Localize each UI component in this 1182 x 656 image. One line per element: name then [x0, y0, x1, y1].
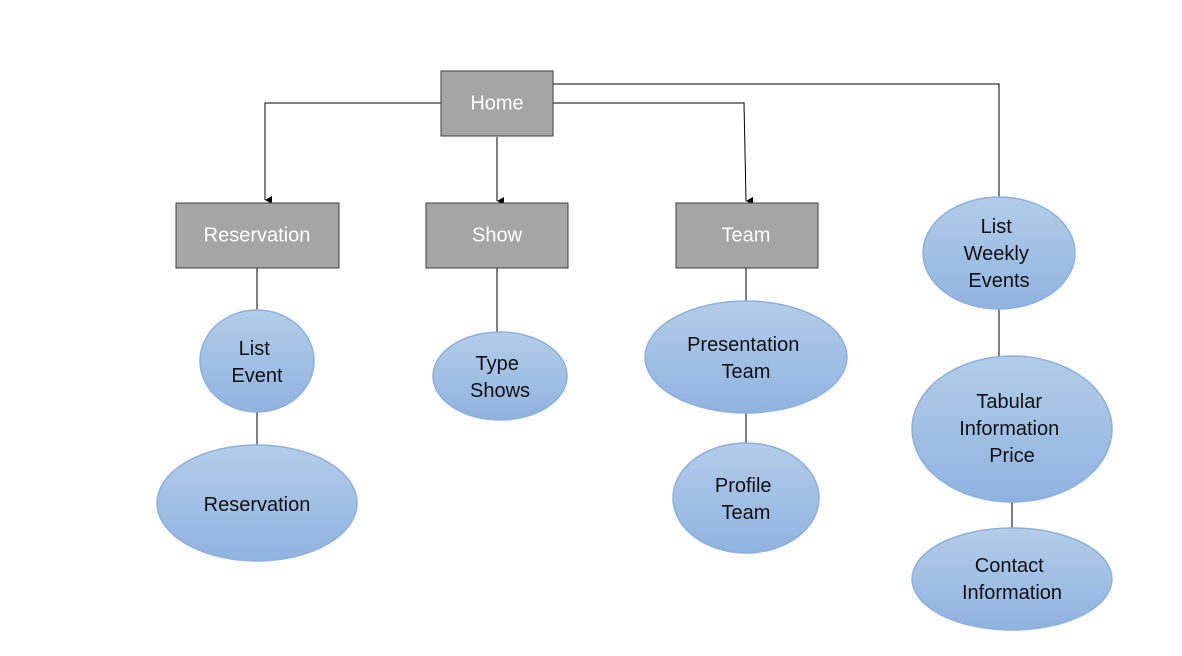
node-tabular-information-price-label-line-1: Tabular [976, 391, 1042, 413]
connector-home-reservation [264, 102, 441, 204]
node-list-weekly-events-label-line-1: List [981, 216, 1013, 238]
svg-text:Profile Team: Profile Team [715, 475, 777, 524]
node-tabular-information-price-label-line-2: Information [959, 418, 1059, 440]
node-list-event-label-line-1: List [239, 338, 271, 360]
node-contact-information-label-line-2: Information [962, 582, 1062, 604]
connectors [256, 83, 1013, 528]
node-reservation-page: Reservation [156, 444, 358, 562]
svg-text:List Event: List Event [231, 338, 283, 387]
node-tabular-information-price-label-line-3: Price [989, 445, 1035, 467]
node-contact-information: Contact Information [911, 527, 1113, 631]
node-type-shows: Type Shows [432, 331, 568, 421]
node-home-label: Home [470, 92, 523, 114]
node-reservation-section-label: Reservation [204, 224, 311, 246]
node-list-weekly-events-label-line-3: Events [968, 270, 1029, 292]
node-list-event-label-line-2: Event [231, 365, 283, 387]
svg-text:Type Shows: Type Shows [470, 353, 530, 402]
node-show-section-label: Show [472, 224, 523, 246]
node-home: Home [440, 70, 554, 137]
node-type-shows-label-line-1: Type [476, 353, 519, 375]
connector-home-weekly-events [553, 83, 1000, 197]
node-profile-team-label-line-1: Profile [715, 475, 772, 497]
node-type-shows-label-line-2: Shows [470, 380, 530, 402]
node-presentation-team: Presentation Team [644, 300, 848, 414]
node-show-section: Show [425, 202, 569, 269]
svg-text:List Weekly Events: List Weekly Events [964, 216, 1035, 292]
node-list-weekly-events: List Weekly Events [922, 196, 1076, 310]
node-profile-team: Profile Team [672, 442, 820, 554]
node-team-section: Team [675, 202, 819, 269]
svg-text:Reservation: Reservation [204, 494, 311, 516]
node-presentation-team-label-line-2: Team [722, 361, 771, 383]
node-profile-team-label-line-2: Team [722, 502, 771, 524]
node-reservation-section: Reservation [175, 202, 340, 269]
svg-text:Presentation Team: Presentation Team [687, 334, 805, 383]
node-team-section-label: Team [722, 224, 771, 246]
node-tabular-information-price: Tabular Information Price [911, 355, 1113, 503]
svg-text:Contact Information: Contact Information [962, 555, 1062, 604]
node-contact-information-label-line-1: Contact [975, 555, 1044, 577]
node-list-event: List Event [199, 309, 315, 413]
node-reservation-page-label: Reservation [204, 494, 311, 516]
node-presentation-team-label-line-1: Presentation [687, 334, 799, 356]
node-list-weekly-events-label-line-2: Weekly [964, 243, 1029, 265]
svg-text:Tabular Information: Tabular Information Price [959, 391, 1065, 467]
connector-home-team [553, 102, 754, 205]
